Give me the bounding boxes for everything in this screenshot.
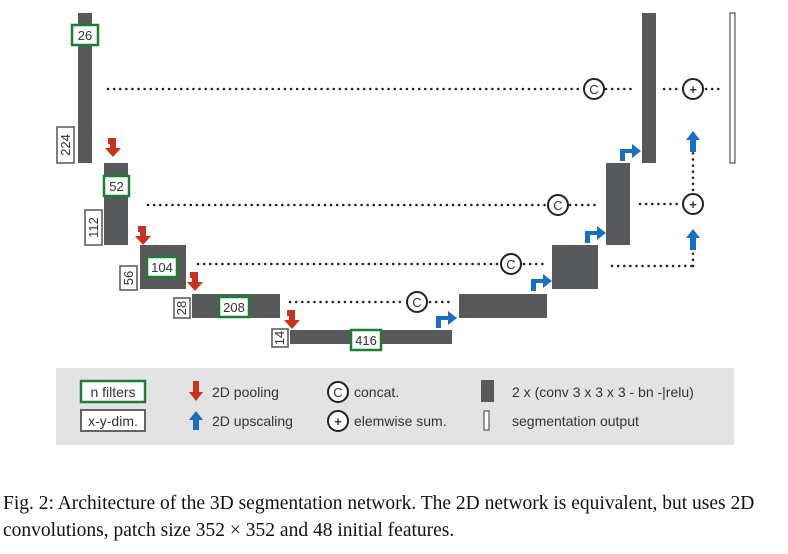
- svg-text:56: 56: [121, 271, 136, 285]
- concat-node-4: C: [406, 291, 428, 313]
- svg-text:14: 14: [272, 331, 287, 345]
- pooling-arrow-2: [135, 226, 151, 245]
- svg-text:C: C: [506, 257, 515, 272]
- decoder-block-2: [606, 163, 630, 245]
- upscale-arrow-4: [620, 144, 641, 161]
- upscale-arrow-3: [585, 226, 606, 243]
- legend-filters: n filters: [79, 379, 147, 404]
- legend-conv-label: 2 x (conv 3 x 3 x 3 - bn -|relu): [512, 384, 694, 400]
- legend-sum-label: elemwise sum.: [354, 413, 447, 429]
- upscale-arrow-sum-2: [686, 229, 700, 250]
- legend-dim: x-y-dim.: [80, 409, 146, 432]
- legend-concat-label: concat.: [354, 384, 399, 400]
- filter-label-3: 104: [145, 255, 179, 279]
- svg-text:112: 112: [86, 217, 101, 238]
- legend-pooling-icon: [189, 381, 203, 401]
- filter-label-2: 52: [102, 174, 131, 198]
- pooling-arrow-4: [284, 310, 300, 329]
- svg-text:104: 104: [151, 260, 173, 275]
- decoder-block-1: [642, 13, 656, 163]
- svg-text:416: 416: [355, 333, 377, 348]
- legend-sum-icon: +: [327, 410, 349, 432]
- network-diagram: C C C C + + 26 52 104: [56, 12, 736, 445]
- pooling-arrow-1: [105, 138, 121, 157]
- figure-caption: Fig. 2: Architecture of the 3D segmentat…: [3, 493, 755, 541]
- legend-upscaling-label: 2D upscaling: [212, 413, 293, 429]
- svg-text:C: C: [553, 198, 562, 213]
- dim-label-5: 14: [271, 328, 289, 348]
- upscale-arrow-sum-1: [686, 131, 700, 152]
- dim-label-2: 112: [84, 209, 103, 246]
- svg-text:+: +: [334, 414, 342, 429]
- dim-label-3: 56: [119, 265, 138, 291]
- encoder-block-1: [78, 13, 92, 163]
- legend-pooling-label: 2D pooling: [212, 384, 279, 400]
- svg-text:28: 28: [174, 301, 189, 315]
- svg-text:52: 52: [109, 179, 123, 194]
- svg-text:x-y-dim.: x-y-dim.: [88, 413, 138, 429]
- concat-node-2: C: [547, 194, 569, 216]
- legend-seg-label: segmentation output: [512, 413, 639, 429]
- svg-text:+: +: [689, 82, 697, 97]
- dim-label-4: 28: [173, 297, 191, 319]
- legend-concat-icon: C: [327, 381, 349, 403]
- legend-seg-icon: [483, 410, 490, 431]
- concat-node-3: C: [500, 253, 522, 275]
- legend-background: [56, 368, 734, 445]
- svg-text:C: C: [412, 295, 421, 310]
- svg-text:208: 208: [223, 300, 245, 315]
- dim-label-1: 224: [56, 126, 75, 164]
- decoder-block-3: [552, 245, 598, 289]
- svg-text:C: C: [333, 385, 342, 400]
- filter-label-1: 26: [70, 23, 100, 47]
- upscale-arrow-1: [436, 311, 457, 328]
- decoder-block-4: [459, 294, 547, 318]
- svg-text:C: C: [589, 82, 598, 97]
- svg-text:+: +: [689, 197, 697, 212]
- concat-node-1: C: [583, 78, 605, 100]
- segmentation-output: [729, 12, 736, 164]
- svg-text:224: 224: [58, 134, 73, 156]
- pooling-arrow-3: [187, 272, 203, 291]
- legend-upscaling-icon: [189, 411, 203, 430]
- filter-label-4: 208: [217, 295, 251, 319]
- legend: n filters x-y-dim. 2D pooling 2D upscali…: [56, 368, 734, 445]
- sum-node-1: +: [682, 78, 704, 100]
- filter-label-5: 416: [349, 328, 383, 352]
- legend-conv-icon: [481, 380, 494, 402]
- svg-text:n filters: n filters: [90, 384, 135, 400]
- sum-node-2: +: [682, 193, 704, 215]
- upscale-arrow-2: [531, 274, 552, 291]
- svg-text:26: 26: [78, 28, 92, 43]
